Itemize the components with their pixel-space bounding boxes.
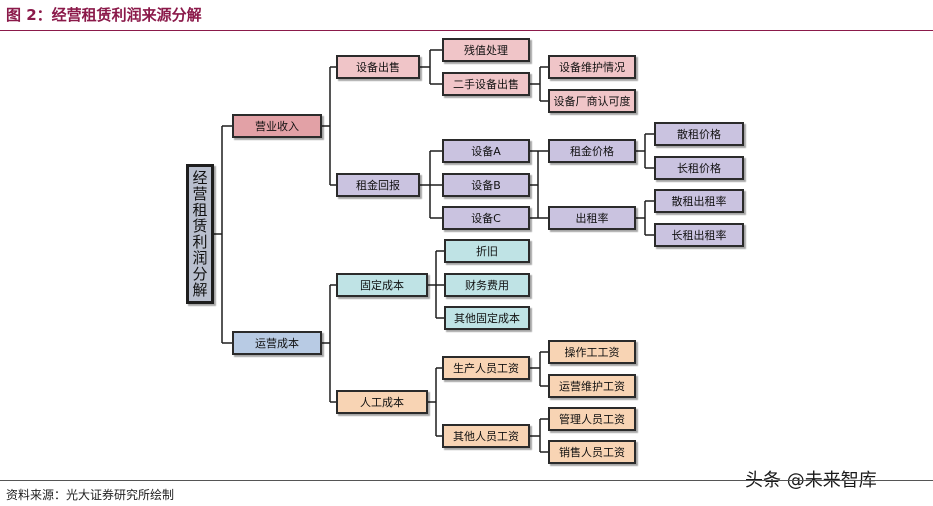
edge-equipment-merge — [530, 150, 548, 219]
edge-equipment-sale — [420, 49, 442, 85]
edge-root — [214, 125, 232, 344]
equipment-a-node: 设备A — [442, 139, 530, 163]
root-node: 经营租赁利润分解 — [186, 164, 214, 304]
edge-revenue — [322, 66, 336, 186]
source-note: 资料来源：光大证券研究所绘制 — [6, 488, 175, 502]
second-hand-node: 二手设备出售 — [442, 72, 530, 96]
long-occupancy-node: 长租出租率 — [654, 223, 744, 247]
edge-rent-return — [420, 150, 442, 219]
labor-cost-node: 人工成本 — [336, 390, 428, 414]
operator-wage-node: 操作工工资 — [548, 340, 636, 364]
short-rent-price-node: 散租价格 — [654, 122, 744, 146]
sales-wage-node: 销售人员工资 — [548, 440, 636, 464]
rent-return-node: 租金回报 — [336, 173, 420, 197]
brand-recognition-node: 设备厂商认可度 — [548, 89, 636, 113]
long-rent-price-node: 长租价格 — [654, 156, 744, 180]
short-occupancy-node: 散租出租率 — [654, 189, 744, 213]
edge-other-staff — [530, 418, 548, 453]
edge-fixed-cost — [428, 250, 444, 319]
maintenance-wage-node: 运营维护工资 — [548, 374, 636, 398]
edge-production — [530, 351, 548, 387]
other-staff-wage-node: 其他人员工资 — [442, 424, 530, 448]
financial-expense-node: 财务费用 — [444, 273, 530, 297]
edge-second-hand — [530, 66, 548, 102]
edge-cost — [322, 284, 336, 403]
edge-occupancy — [636, 200, 654, 236]
fixed-cost-node: 固定成本 — [336, 273, 428, 297]
equipment-c-node: 设备C — [442, 206, 530, 230]
title-rule — [0, 30, 933, 31]
equipment-sale-node: 设备出售 — [336, 55, 420, 79]
depreciation-node: 折旧 — [444, 239, 530, 263]
operating-cost-node: 运营成本 — [232, 331, 322, 355]
figure-title: 图 2：经营租赁利润来源分解 — [6, 6, 202, 24]
watermark: 头条 @未来智库 — [745, 470, 877, 491]
rent-price-node: 租金价格 — [548, 139, 636, 163]
edge-rent-price — [636, 133, 654, 169]
equipment-b-node: 设备B — [442, 173, 530, 197]
revenue-node: 营业收入 — [232, 114, 322, 138]
management-wage-node: 管理人员工资 — [548, 407, 636, 431]
other-fixed-cost-node: 其他固定成本 — [444, 306, 530, 330]
source-rule — [0, 480, 933, 481]
occupancy-node: 出租率 — [548, 206, 636, 230]
production-staff-wage-node: 生产人员工资 — [442, 356, 530, 380]
maintenance-node: 设备维护情况 — [548, 55, 636, 79]
residual-node: 残值处理 — [442, 38, 530, 62]
edge-labor-cost — [428, 367, 442, 437]
